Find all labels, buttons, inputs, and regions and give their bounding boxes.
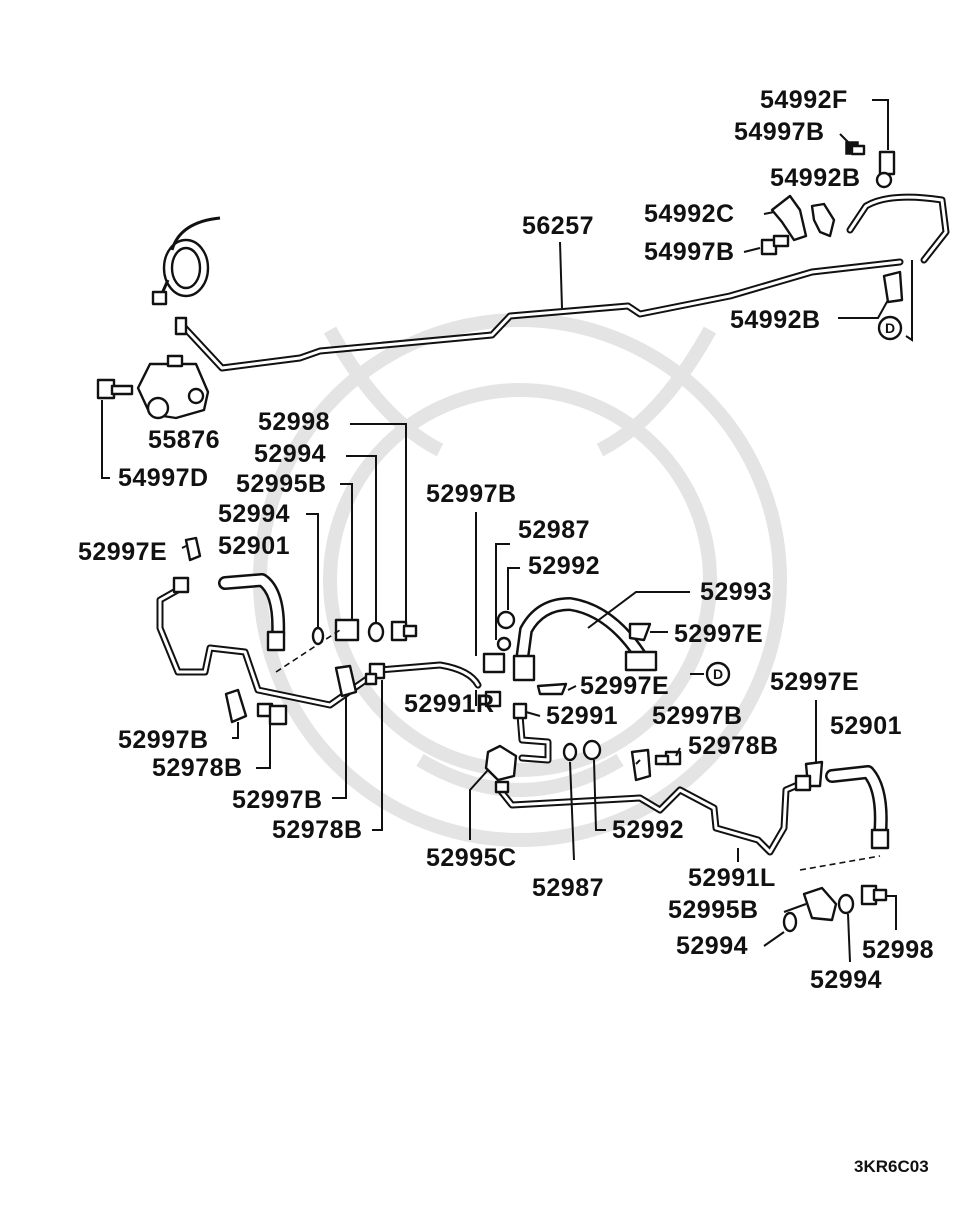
bracket-52995B-right (802, 886, 838, 922)
washer-52992-center (496, 610, 516, 630)
union-52991R (484, 690, 502, 708)
valve-55876 (136, 316, 210, 420)
label-54997B-mid: 54997B (644, 238, 735, 266)
label-54992C: 54992C (644, 200, 735, 228)
connector-mark-center-text: D (713, 666, 723, 682)
brake-pipes (151, 193, 950, 856)
label-52993: 52993 (700, 578, 772, 606)
label-52995B-left: 52995B (236, 470, 327, 498)
label-52994-left-top: 52994 (254, 440, 326, 468)
label-54992B-top: 54992B (770, 164, 861, 192)
label-52997E-right: 52997E (674, 620, 763, 648)
label-52992-lower: 52992 (612, 816, 684, 844)
label-52995C: 52995C (426, 844, 517, 872)
bolt-54997B-top (845, 141, 866, 156)
parts (96, 141, 904, 933)
label-52997B-mid: 52997B (232, 786, 323, 814)
label-52997B-center: 52997B (426, 480, 517, 508)
label-54997D: 54997D (118, 464, 209, 492)
label-54992B-low: 54992B (730, 306, 821, 334)
label-52992-center: 52992 (528, 552, 600, 580)
background-watermark (253, 313, 787, 847)
washer-52994-right-b (837, 893, 855, 915)
label-52997E-center: 52997E (580, 672, 669, 700)
clamp-54992F (878, 150, 896, 176)
washer-52994-right-a (782, 911, 798, 933)
label-52901-right: 52901 (830, 712, 902, 740)
label-52998-left: 52998 (258, 408, 330, 436)
clamp-52997B-center (482, 652, 506, 674)
bolt-52998-right (860, 884, 888, 906)
clamp-52997B-mid (334, 664, 358, 698)
label-52997B-left: 52997B (118, 726, 209, 754)
part-labels: 54992F 54997B 54992B 54992C 54997B 56257… (78, 86, 934, 994)
washer-52994-left-b (367, 621, 385, 643)
washer-52992-lower (582, 739, 602, 761)
label-52994-right-bottom: 52994 (810, 966, 882, 994)
bracket-52995B-left (334, 618, 360, 642)
label-52997E-left: 52997E (78, 538, 167, 566)
bolt-52998-left (390, 620, 418, 642)
label-55876: 55876 (148, 426, 220, 454)
connector-mark-top (877, 315, 903, 341)
label-52995B-right: 52995B (668, 896, 759, 924)
label-56257: 56257 (522, 212, 594, 240)
label-54992F: 54992F (760, 86, 848, 114)
label-52991L: 52991L (688, 864, 776, 892)
label-52901-left: 52901 (218, 532, 290, 560)
connector-marks: D D (705, 315, 903, 687)
pipe-coil (151, 216, 221, 306)
label-52997B-right: 52997B (652, 702, 743, 730)
label-52987-center: 52987 (518, 516, 590, 544)
connector-mark-center (705, 661, 731, 687)
label-52994-left-mid: 52994 (218, 500, 290, 528)
diagram-code: 3KR6C03 (854, 1157, 929, 1176)
clip-52997E-left (184, 536, 202, 562)
label-52997E-rear: 52997E (770, 668, 859, 696)
label-52991: 52991 (546, 702, 618, 730)
clip-52997E-center (536, 682, 568, 696)
label-52978B-mid: 52978B (272, 816, 363, 844)
clamp-54992B-low (882, 270, 904, 304)
connector-mark-top-text: D (885, 320, 895, 336)
label-52987-lower: 52987 (532, 874, 604, 902)
bracket-54992C (770, 194, 808, 242)
label-52991R: 52991R (404, 690, 495, 718)
label-54997B-top: 54997B (734, 118, 825, 146)
washer-52987-lower (562, 742, 578, 762)
leader-lines (101, 99, 913, 963)
clamp-52997B-left (224, 688, 248, 724)
bolt-54997B-mid (760, 234, 790, 256)
clamp-52997B-right (630, 748, 652, 782)
label-52978B-right: 52978B (688, 732, 779, 760)
label-52994-right-left: 52994 (676, 932, 748, 960)
label-52978B-left: 52978B (152, 754, 243, 782)
bolt-54997D (96, 378, 134, 400)
label-52998-right: 52998 (862, 936, 934, 964)
clip-52997E-right (628, 622, 652, 642)
bolt-52978B-left (256, 702, 288, 726)
block-52995C (484, 744, 518, 782)
bolt-52978B-mid (364, 662, 386, 686)
washer-52987-center (496, 636, 512, 652)
clamp-54992B-top (810, 202, 836, 238)
